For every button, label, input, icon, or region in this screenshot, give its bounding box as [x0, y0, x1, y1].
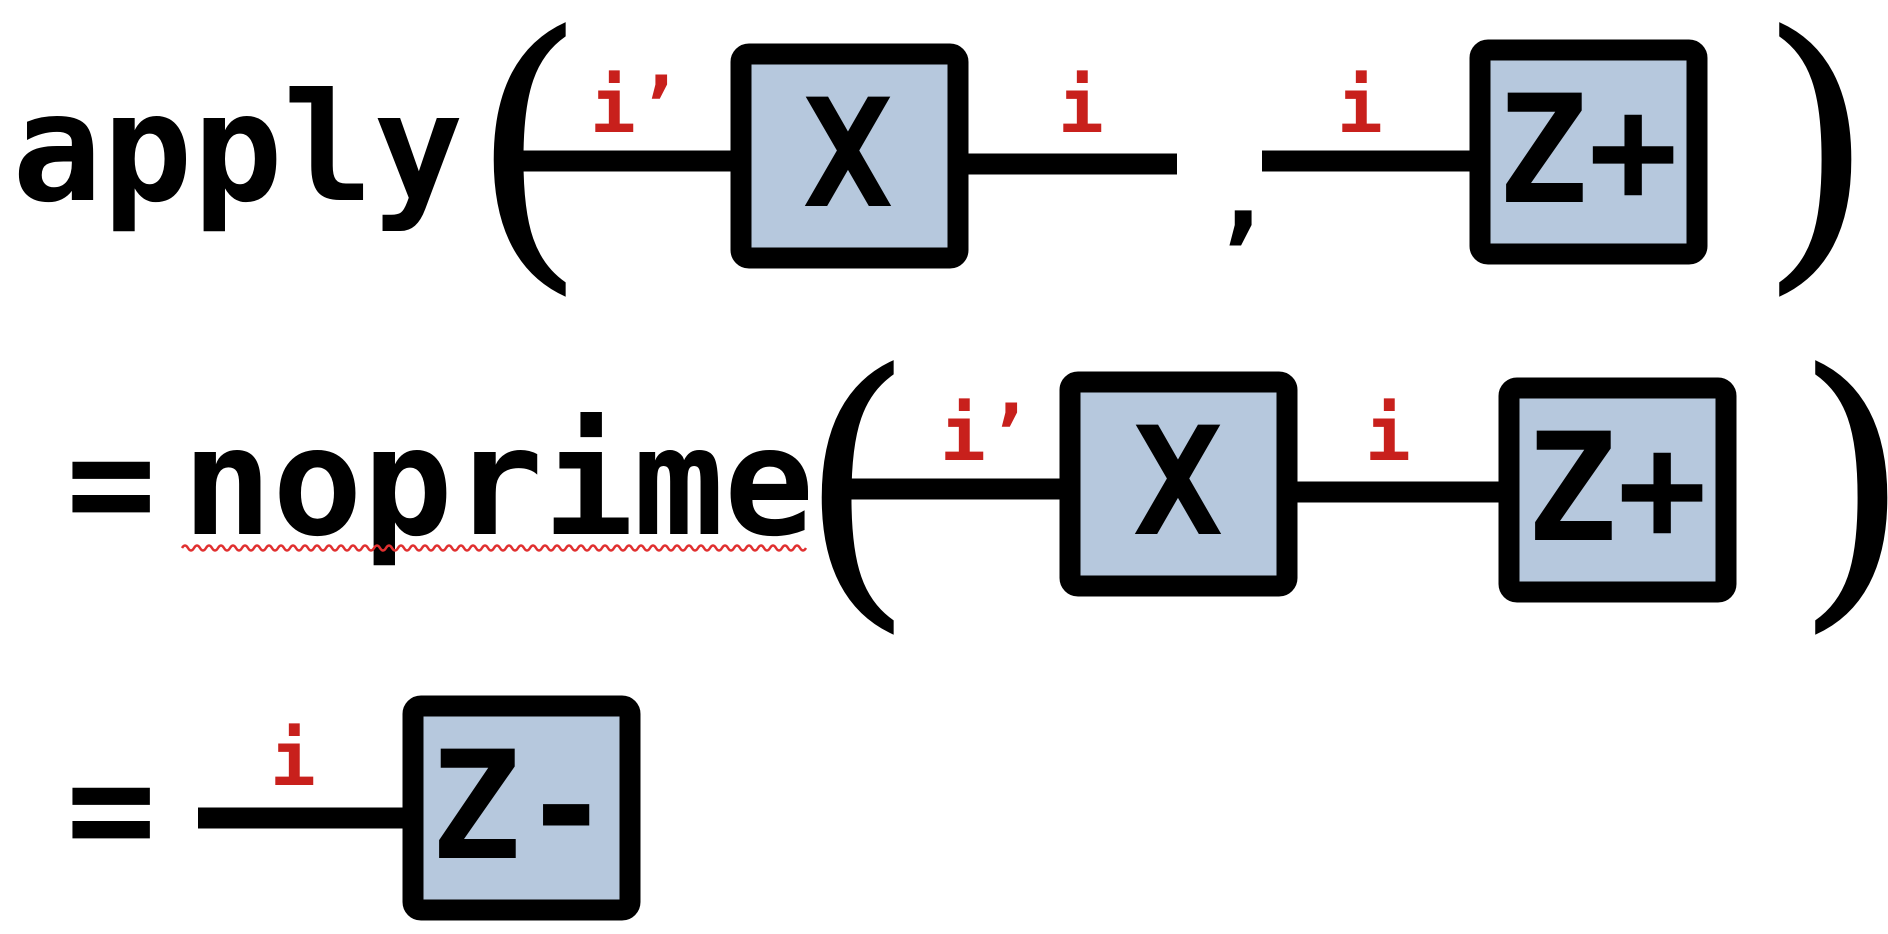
close-paren-2: ): [1794, 310, 1888, 659]
tensor-box-zplus: [1469, 39, 1708, 265]
equals-sign-3: =: [66, 722, 156, 896]
close-paren-1: ): [1758, 0, 1875, 321]
tensor-box-zminus: [402, 695, 641, 921]
apply-function-text: apply: [12, 62, 464, 236]
index-label-i: i: [1337, 61, 1383, 150]
equals-sign-2: =: [66, 396, 156, 570]
noprime-function-text: noprime: [182, 396, 814, 570]
index-label-i: i: [1365, 389, 1411, 478]
tensor-box-zplus2: [1498, 377, 1737, 603]
index-label-i: i: [1058, 61, 1104, 150]
comma: ,: [1210, 128, 1276, 256]
tensor-box-x: [730, 43, 969, 269]
tensor-label-zminus: Z-: [431, 720, 612, 894]
tensor-label-zplus: Z+: [1498, 64, 1679, 238]
index-label-i: i: [270, 714, 316, 803]
tensor-label-x2: X: [1133, 396, 1223, 570]
tensor-box-x2: [1059, 371, 1298, 597]
index-label-i-prime: i’: [590, 61, 682, 150]
tensor-label-x: X: [803, 68, 893, 242]
tensor-label-zplus2: Z+: [1527, 402, 1708, 576]
index-label-i-prime: i’: [940, 389, 1032, 478]
spellcheck-underline: [180, 544, 808, 552]
